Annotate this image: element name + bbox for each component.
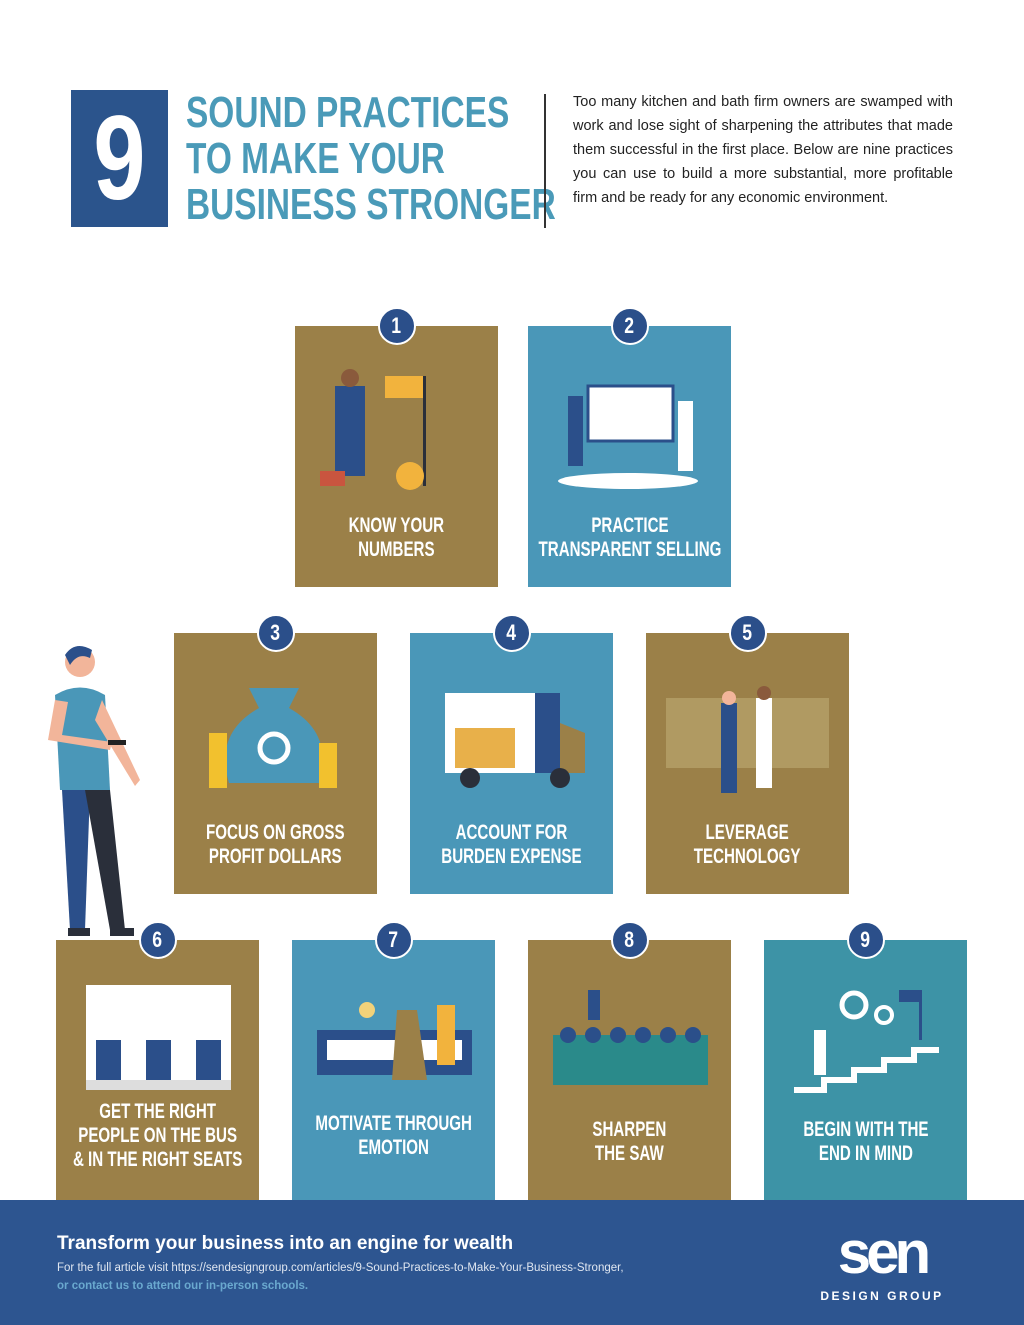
practice-label-text: Begin with the end in mind — [802, 1118, 929, 1165]
stairs-goal-icon — [794, 990, 939, 1093]
bus-seats-icon — [86, 985, 231, 1090]
title-line: BUSINESS STRONGER — [186, 180, 556, 229]
page-title: SOUND PRACTICES TO MAKE YOUR BUSINESS ST… — [186, 90, 673, 228]
title-line: SOUND PRACTICES — [186, 88, 510, 137]
footer-article-link[interactable]: For the full article visit https://sende… — [57, 1262, 624, 1274]
badge-number: 9 — [93, 91, 146, 225]
practice-label: Account for burden expense — [380, 821, 643, 869]
logo-main: sen — [837, 1219, 931, 1286]
delivery-truck-icon — [445, 693, 585, 788]
vr-headset-icon — [666, 686, 829, 793]
practice-number: 7 — [388, 927, 399, 952]
practice-label-text: Sharpen the saw — [592, 1118, 667, 1165]
practice-label-text: Get the right people on the bus & in the… — [72, 1100, 243, 1171]
practice-card-6: 6 Get the right people on the bus & in t… — [56, 921, 259, 1201]
practice-card-8: 8 Sharpen the saw — [528, 921, 731, 1201]
practice-number-badge: 7 — [374, 921, 413, 959]
businessman-flag-coins-icon — [320, 369, 426, 490]
practice-number-badge: 3 — [256, 614, 295, 652]
number-nine-badge: 9 — [71, 90, 168, 227]
practice-number: 6 — [152, 927, 163, 952]
practice-number-badge: 4 — [492, 614, 531, 652]
practice-label: Motivate through emotion — [262, 1112, 525, 1160]
practice-label: Focus on gross profit dollars — [144, 821, 407, 869]
practice-number-badge: 6 — [138, 921, 177, 959]
practice-label-text: Motivate through emotion — [315, 1112, 472, 1159]
sen-logo: sen DESIGN GROUP — [812, 1220, 952, 1304]
intro-text: Too many kitchen and bath firm owners ar… — [573, 94, 953, 206]
practice-number: 2 — [624, 313, 635, 338]
practice-number: 5 — [742, 620, 753, 645]
shopping-people-icon — [317, 1002, 472, 1080]
practice-card-2: 2 Practice transparent selling — [528, 307, 731, 587]
practice-label: Know your numbers — [265, 514, 528, 562]
practice-label: Leverage technology — [616, 821, 879, 869]
practice-number: 3 — [270, 620, 281, 645]
practice-number: 9 — [860, 927, 871, 952]
practice-label-text: Practice transparent selling — [538, 514, 721, 561]
practice-label: Sharpen the saw — [498, 1118, 761, 1166]
practice-card-3: 3 Focus on gross profit dollars — [174, 614, 377, 894]
practice-card-4: 4 Account for burden expense — [410, 614, 613, 894]
divider — [544, 94, 546, 228]
practice-number-badge: 5 — [728, 614, 767, 652]
practice-number: 4 — [506, 620, 517, 645]
practice-number-badge: 2 — [610, 307, 649, 345]
audience-speaker-icon — [553, 990, 708, 1085]
practice-number-badge: 8 — [610, 921, 649, 959]
practice-number-badge: 1 — [377, 307, 416, 345]
practice-label: Get the right people on the bus & in the… — [26, 1100, 289, 1172]
practice-number-badge: 9 — [846, 921, 885, 959]
practice-label: Practice transparent selling — [498, 514, 761, 562]
practice-card-5: 5 Leverage technology — [646, 614, 849, 894]
practice-label: Begin with the end in mind — [734, 1118, 997, 1166]
practice-label-text: Leverage technology — [694, 821, 801, 868]
practice-number: 1 — [391, 313, 402, 338]
practice-card-7: 7 Motivate through emotion — [292, 921, 495, 1201]
title-line: TO MAKE YOUR — [186, 134, 445, 183]
practice-label-text: Know your numbers — [348, 514, 445, 561]
practice-card-9: 9 Begin with the end in mind — [764, 921, 967, 1201]
presentation-board-icon — [558, 384, 698, 489]
footer: Transform your business into an engine f… — [0, 1200, 1024, 1325]
footer-contact-link[interactable]: or contact us to attend our in-person sc… — [57, 1280, 309, 1292]
practice-label-text: Focus on gross profit dollars — [206, 821, 345, 868]
practice-number: 8 — [624, 927, 635, 952]
standing-man-illustration — [48, 646, 140, 936]
money-bag-icon — [209, 688, 337, 788]
footer-headline: Transform your business into an engine f… — [57, 1233, 514, 1254]
practice-label-text: Account for burden expense — [441, 821, 582, 868]
practice-card-1: 1 Know your numbers — [295, 307, 498, 587]
logo-sub: DESIGN GROUP — [820, 1289, 944, 1303]
